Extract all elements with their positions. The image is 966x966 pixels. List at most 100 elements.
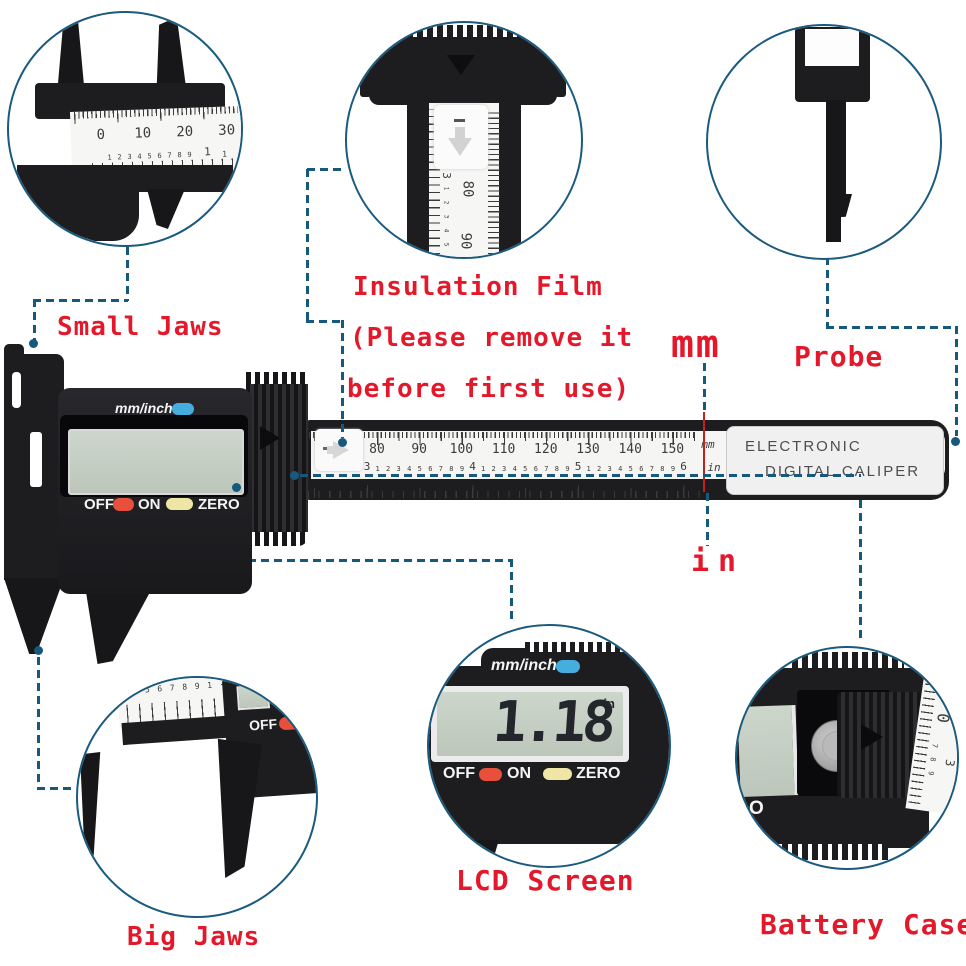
- label-small-jaws: Small Jaws: [57, 312, 224, 342]
- anchor-dot-big-jaws: [34, 646, 43, 655]
- ruler-number: 5: [442, 242, 450, 247]
- ruler-number: 8: [554, 465, 559, 473]
- ruler-number: 7: [438, 465, 443, 473]
- ruler-number: 9: [187, 150, 192, 159]
- ruler-number: 110: [491, 442, 516, 457]
- ruler-number: 80: [369, 442, 385, 457]
- ruler-number: 8: [660, 465, 665, 473]
- big-jaw-left-blade: [80, 752, 101, 870]
- zero-label-fragment: O: [749, 798, 764, 819]
- ruler-number: 9: [565, 465, 570, 473]
- ruler-number: 9: [194, 681, 200, 691]
- depth-num-90: 90: [457, 232, 474, 250]
- label-lcd-screen: LCD Screen: [456, 864, 635, 897]
- slider-side-tab-left: [360, 59, 371, 97]
- probe-rod: [826, 100, 846, 196]
- mode-button: [172, 403, 194, 415]
- small-jaws-body-bottom: [17, 165, 233, 192]
- arm-slot-large: [30, 432, 42, 487]
- connector-big-jaws-h: [37, 787, 74, 790]
- brand-line2: DIGITAL CALIPER: [765, 463, 921, 480]
- connector-small-jaws-h: [33, 299, 128, 302]
- insulation-film-sticker: [315, 429, 363, 471]
- connector-probe-v2: [955, 326, 958, 436]
- ruler-number: 5: [417, 465, 422, 473]
- ruler-number: in: [707, 461, 721, 474]
- fixed-big-jaw: [4, 578, 64, 654]
- ruler-number: 5: [628, 465, 633, 473]
- depth-num-80: 80: [459, 180, 476, 198]
- ruler-number: 1: [586, 465, 591, 473]
- ruler-number: 4: [469, 460, 476, 473]
- ruler-number: 5: [523, 465, 528, 473]
- probe-head-window: [805, 29, 859, 66]
- label-insulation-line2: (Please remove it: [350, 323, 634, 353]
- battery-num-3: 3: [942, 758, 958, 768]
- zero-button: [166, 498, 193, 510]
- on-label: ON: [507, 765, 531, 782]
- slider-head-teeth: [377, 25, 549, 37]
- ruler-number: 6: [533, 465, 538, 473]
- depth-bar-right-edge: [499, 103, 521, 257]
- mode-button: [556, 660, 580, 673]
- ruler-number: 4: [442, 228, 450, 233]
- label-insulation-line3: before first use): [347, 374, 631, 404]
- small-jaws-body-corner: [27, 189, 139, 241]
- off-label: OFF: [84, 496, 114, 513]
- ruler-number: 1: [480, 465, 486, 473]
- lcd-sliver: [737, 705, 799, 797]
- connector-battery-v: [859, 474, 862, 640]
- film-arrow-icon: [448, 138, 472, 156]
- connector-insulation-h2: [306, 320, 343, 323]
- brand-label: ELECTRONIC DIGITAL CALIPER: [726, 426, 944, 495]
- ruler-number: 130: [576, 442, 600, 457]
- thumb-grip: [246, 372, 308, 546]
- ruler-number: 150: [660, 442, 685, 457]
- ruler-number: 8: [181, 682, 188, 692]
- ruler-number: 5: [147, 152, 152, 161]
- cover-arrow-icon: [861, 724, 883, 750]
- ruler-number: 2: [596, 465, 602, 473]
- slider-side-tab-right: [555, 59, 566, 97]
- housing-teeth-top: [525, 642, 635, 652]
- ruler-number: 1: [107, 153, 112, 162]
- ruler-number: 4: [137, 152, 142, 161]
- ruler-number: 5: [144, 685, 151, 695]
- ruler-number: 2: [117, 153, 122, 162]
- connector-lcd-v2: [510, 559, 513, 622]
- ruler-number: 8: [928, 756, 937, 763]
- zero-label: ZERO: [576, 765, 621, 782]
- housing-teeth-top: [792, 652, 904, 668]
- ruler-number: 4: [512, 465, 517, 473]
- label-mm: mm: [671, 322, 721, 366]
- ruler-number: 2: [385, 465, 391, 473]
- lcd-reading: 1.18: [490, 690, 615, 755]
- ruler-number: 1: [375, 465, 380, 473]
- off-label: OFF: [248, 715, 278, 734]
- ruler-number: 0: [96, 126, 106, 144]
- label-in: in: [691, 544, 746, 579]
- ruler-number: 7: [167, 151, 172, 160]
- anchor-dot-probe: [951, 437, 960, 446]
- small-jaws-blade: [147, 189, 185, 229]
- lcd-screen: [68, 429, 244, 495]
- ruler-number: 10: [134, 125, 152, 142]
- brand-line1: ELECTRONIC: [745, 438, 862, 455]
- anchor-dot-insulation: [338, 438, 347, 447]
- ruler-number: 7: [544, 465, 549, 473]
- label-big-jaws: Big Jaws: [127, 922, 261, 952]
- ruler-number: 100: [449, 442, 474, 457]
- connector-in-v: [706, 493, 709, 546]
- ruler-number: 8: [449, 465, 454, 473]
- film-arrow-tail: [455, 127, 465, 139]
- mode-label: mm/inch: [491, 657, 557, 674]
- ruler-number: 3: [127, 152, 132, 162]
- housing-teeth-bottom: [762, 844, 888, 860]
- film-sticker: [434, 105, 488, 169]
- ruler-number: 6: [680, 460, 687, 473]
- label-insulation-line1: Insulation Film: [353, 272, 603, 302]
- ruler-number: 120: [534, 442, 558, 457]
- probe-rod-tip: [826, 216, 841, 242]
